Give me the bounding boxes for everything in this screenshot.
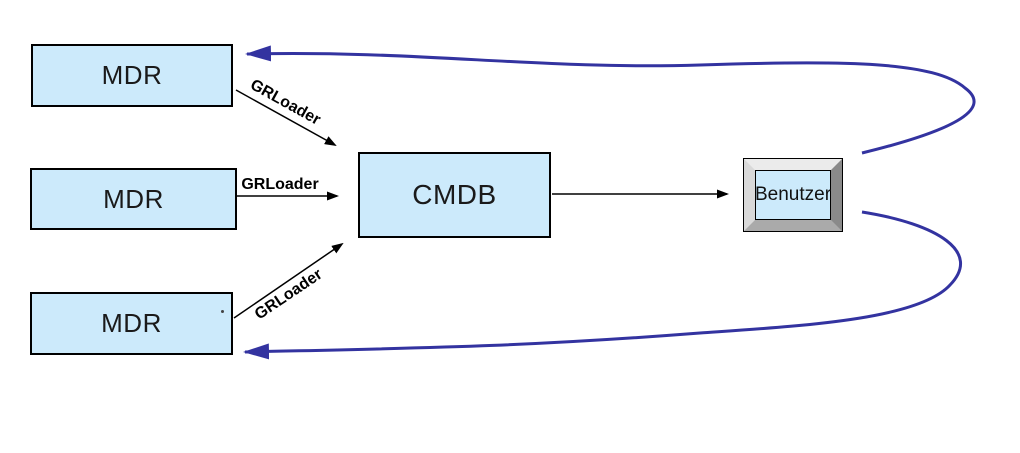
stray-dot [221, 310, 224, 313]
benutzer-to-mdr-bottom-curve [243, 210, 963, 360]
grloader-arrow-top [235, 89, 337, 146]
benutzer-button: Benutzer [743, 158, 843, 232]
mdr-box-top: MDR [31, 44, 233, 107]
mdr-box-bottom: MDR [30, 292, 233, 355]
benutzer-bevel-frame: Benutzer [744, 159, 842, 231]
grloader-arrow-bottom [233, 242, 344, 319]
benutzer-to-mdr-top-curve [245, 45, 976, 155]
cmdb-box: CMDB [358, 152, 551, 238]
grloader-label-middle: GRLoader [241, 176, 319, 193]
benutzer-label: Benutzer [755, 170, 831, 220]
mdr-box-middle: MDR [30, 168, 237, 230]
